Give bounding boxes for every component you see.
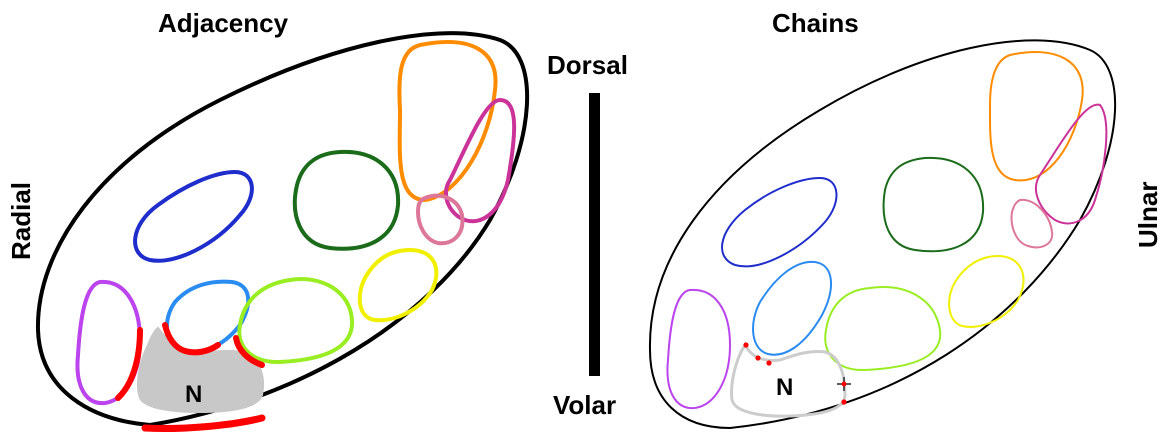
- left-outer-boundary: [38, 33, 527, 425]
- right-fascicle-pink: [1012, 200, 1053, 248]
- right-fascicle-orange: [990, 52, 1083, 180]
- dorsal-volar-axis-bar: [589, 93, 600, 376]
- right-fascicle-blue: [722, 178, 836, 266]
- chain-point: [766, 360, 771, 365]
- chain-point: [841, 399, 846, 404]
- crosshair-icon: [837, 377, 851, 391]
- chains-panel: N: [650, 40, 1115, 428]
- left-fascicle-dark-green: [295, 152, 398, 249]
- left-fascicle-yellow: [360, 250, 437, 320]
- right-nerve-label: N: [776, 374, 793, 401]
- left-nerve-label: N: [185, 381, 202, 408]
- left-adjacency-edge-purple: [118, 330, 140, 398]
- left-fascicle-pink: [418, 196, 462, 244]
- left-fascicle-blue: [135, 172, 252, 261]
- right-fascicle-magenta: [1036, 105, 1106, 224]
- adjacency-panel: N: [38, 33, 527, 428]
- right-fascicle-light-blue: [753, 262, 831, 355]
- right-fascicle-dark-green: [884, 158, 984, 251]
- chain-point: [755, 355, 760, 360]
- right-fascicle-lime: [825, 287, 940, 370]
- right-outer-boundary: [650, 40, 1115, 428]
- right-fascicle-yellow: [949, 256, 1023, 327]
- left-fascicle-lime: [239, 279, 352, 362]
- chain-point: [743, 342, 748, 347]
- right-fascicle-purple: [667, 290, 730, 408]
